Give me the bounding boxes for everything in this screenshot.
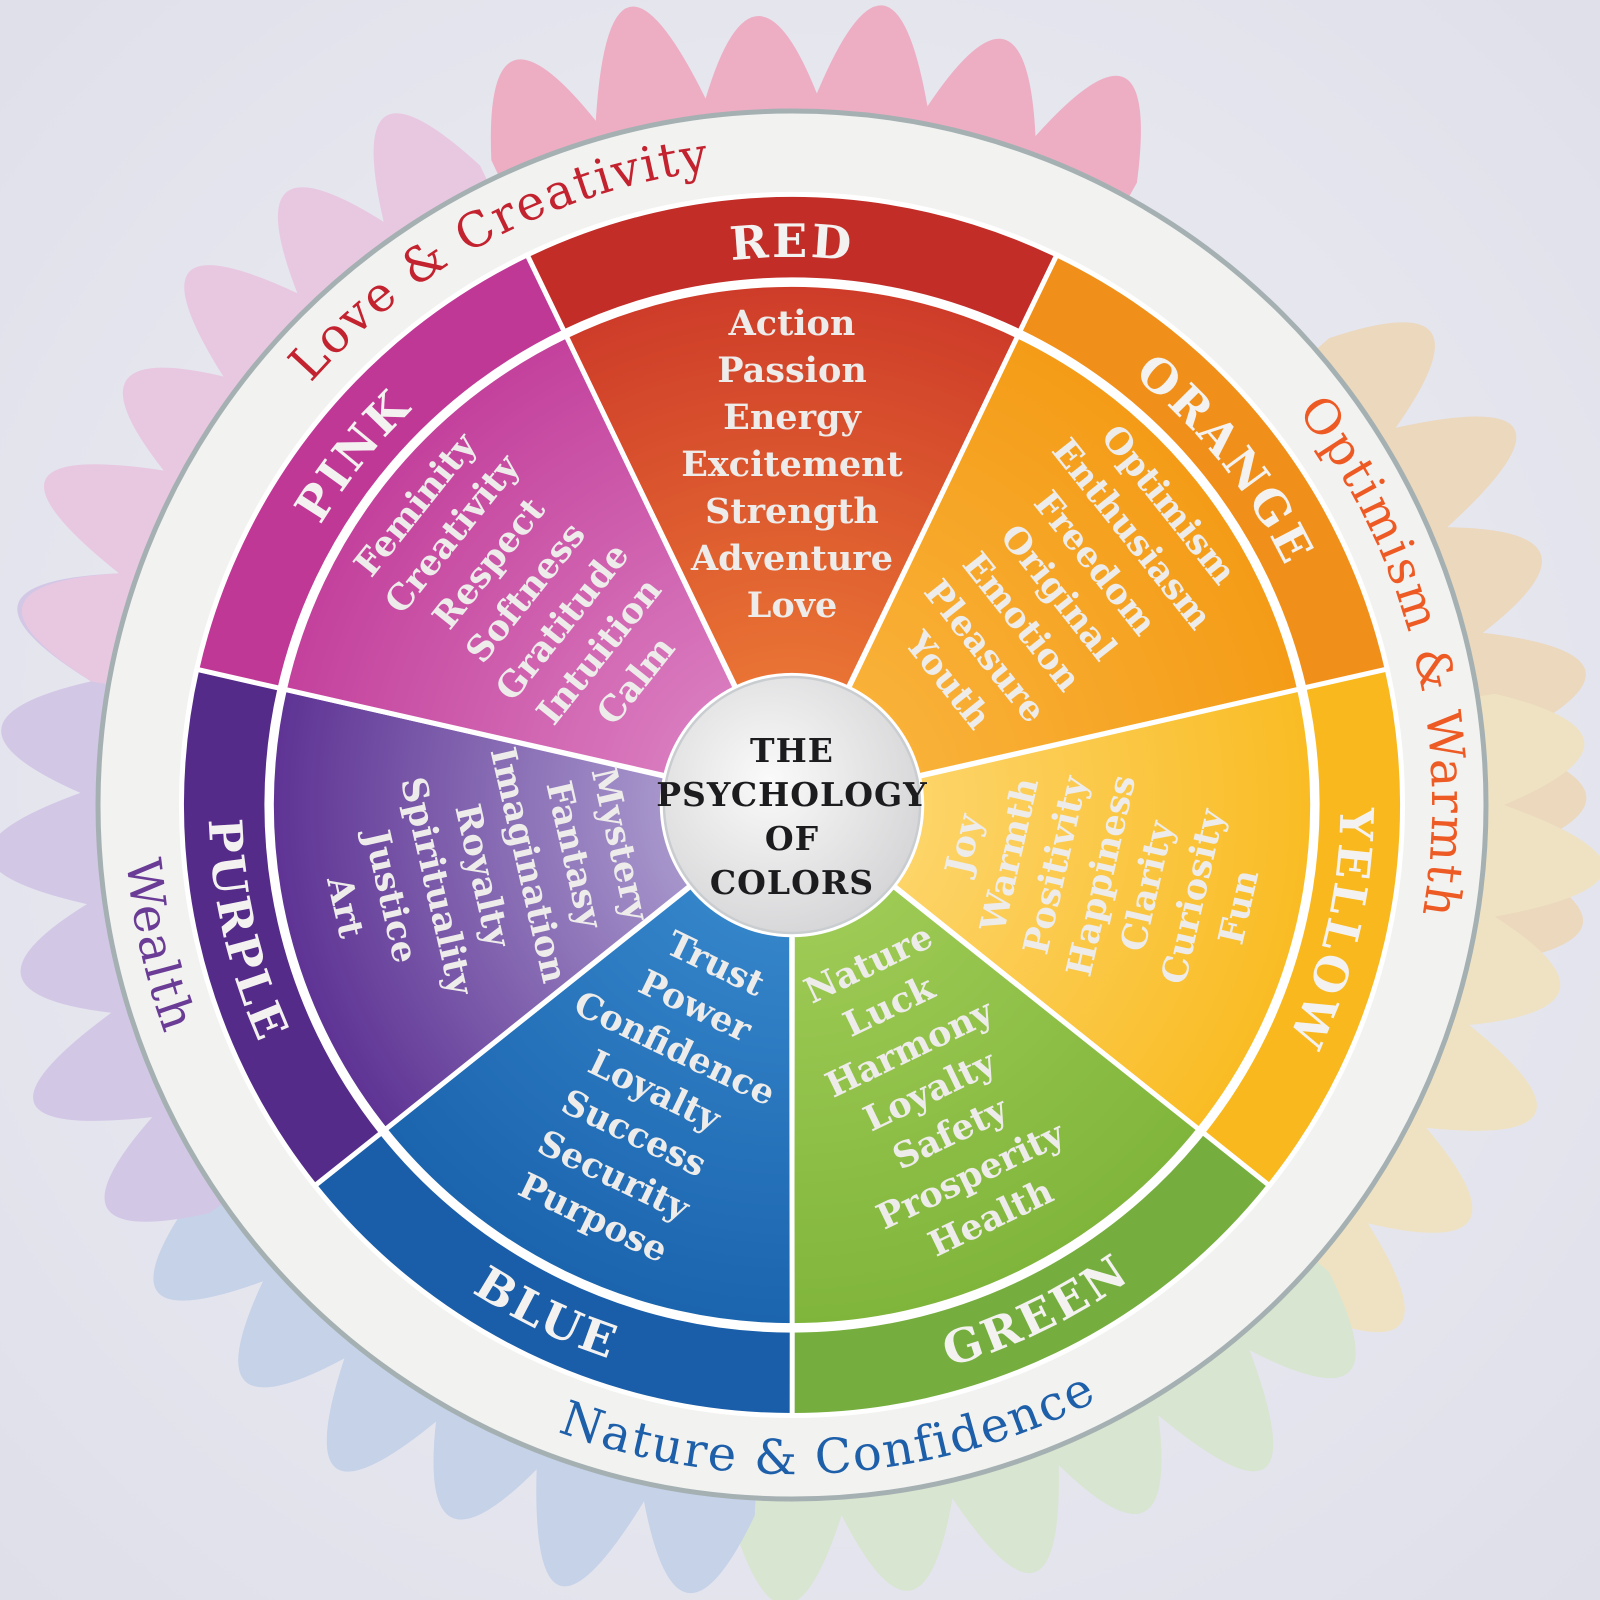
keyword: Energy xyxy=(723,397,862,438)
keyword: Excitement xyxy=(681,444,903,485)
keyword: Strength xyxy=(705,491,879,532)
keyword: Love xyxy=(747,585,838,626)
keyword: Adventure xyxy=(690,538,893,579)
center-title-line: THE xyxy=(750,731,834,770)
keywords-red: Action Passion Energy Excitement Strengt… xyxy=(681,303,903,626)
center-title: THE PSYCHOLOGY OF COLORS xyxy=(656,731,928,902)
keyword: Passion xyxy=(717,350,867,391)
keyword: Action xyxy=(728,303,856,344)
center-title-line: PSYCHOLOGY xyxy=(656,775,928,814)
label-red: RED xyxy=(728,214,856,271)
label-red-text: RED xyxy=(728,214,853,271)
center-circle xyxy=(662,675,922,935)
center-title-line: COLORS xyxy=(710,863,874,902)
center-title-line: OF xyxy=(765,819,819,858)
